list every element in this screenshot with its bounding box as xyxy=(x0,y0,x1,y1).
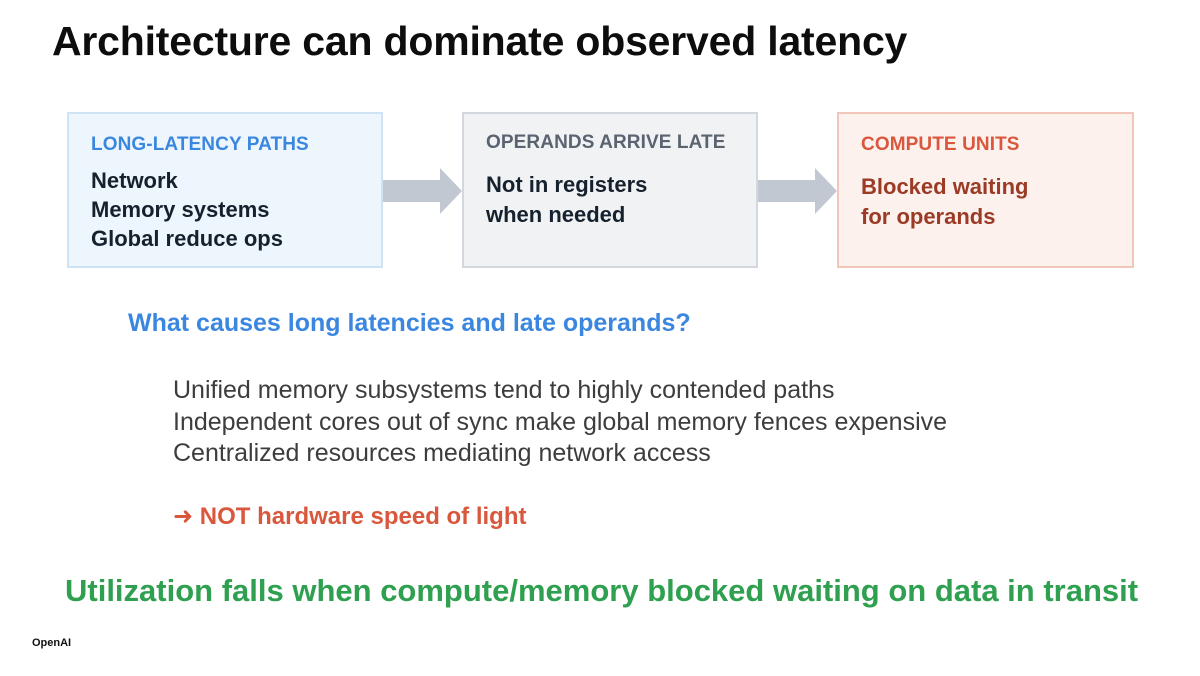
cause-item: Centralized resources mediating network … xyxy=(173,439,711,467)
arrow-right-icon xyxy=(758,168,837,214)
box-line: Blocked waiting xyxy=(861,174,1029,199)
box-heading: OPERANDS ARRIVE LATE xyxy=(486,132,726,153)
box-line: Not in registers xyxy=(486,172,648,197)
box-line: Network xyxy=(91,168,178,193)
not-speed-of-light-callout: ➜ NOT hardware speed of light xyxy=(173,503,527,530)
compute-units-box: COMPUTE UNITS Blocked waiting for operan… xyxy=(837,112,1134,268)
causes-list: Unified memory subsystems tend to highly… xyxy=(173,375,947,470)
box-line: Global reduce ops xyxy=(91,226,283,251)
cause-item: Independent cores out of sync make globa… xyxy=(173,407,948,436)
arrow-right-icon xyxy=(383,168,462,214)
box-heading: LONG-LATENCY PATHS xyxy=(91,134,309,155)
box-lines: Network Memory systems Global reduce ops xyxy=(91,166,359,253)
long-latency-paths-box: LONG-LATENCY PATHS Network Memory system… xyxy=(67,112,383,268)
openai-logo: OpenAI xyxy=(32,637,72,649)
conclusion-statement: Utilization falls when compute/memory bl… xyxy=(65,573,1139,608)
question-heading: What causes long latencies and late oper… xyxy=(128,309,691,337)
cause-item: Unified memory subsystems tend to highly… xyxy=(173,376,835,404)
slide-title: Architecture can dominate observed laten… xyxy=(52,18,908,64)
box-line: Memory systems xyxy=(91,197,270,222)
box-line: when needed xyxy=(486,202,626,227)
operands-arrive-late-box: OPERANDS ARRIVE LATE Not in registers wh… xyxy=(462,112,758,268)
box-lines: Not in registers when needed xyxy=(486,170,734,230)
box-lines: Blocked waiting for operands xyxy=(861,172,1110,232)
box-line: for operands xyxy=(861,204,996,229)
box-heading: COMPUTE UNITS xyxy=(861,134,1020,155)
